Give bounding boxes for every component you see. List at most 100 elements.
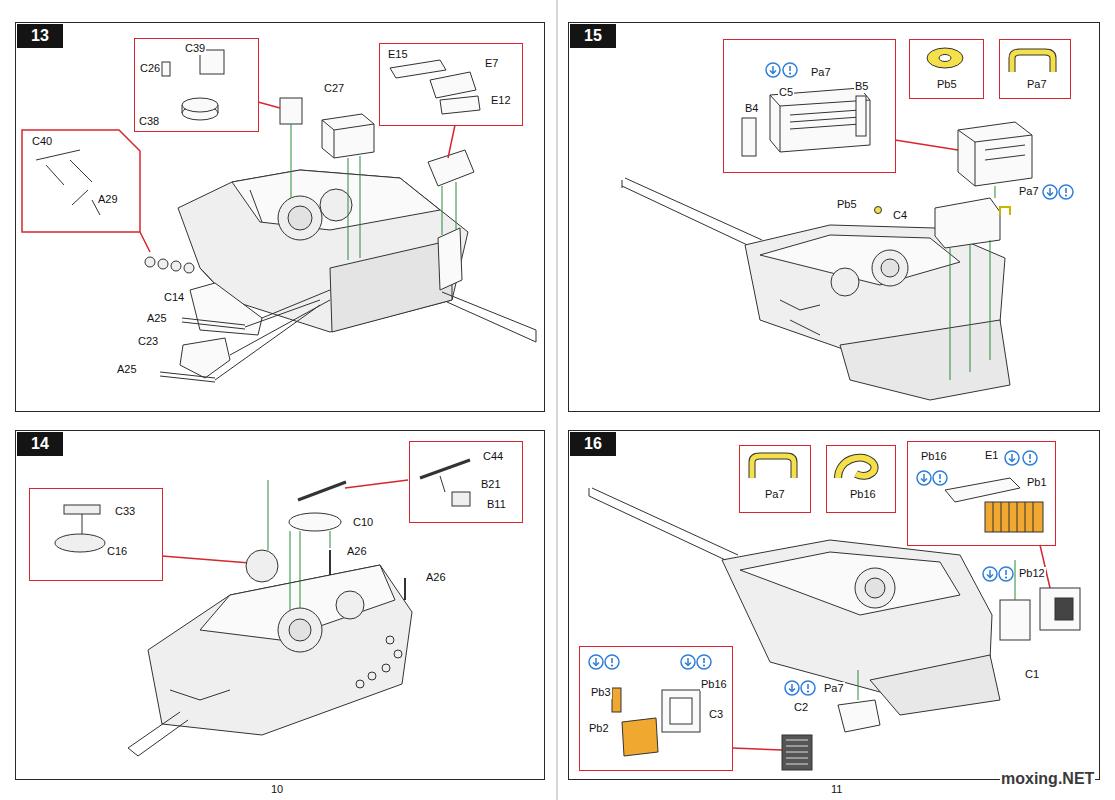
tank-turret-drawing [278, 608, 322, 652]
part-drawing [752, 456, 875, 478]
tank-turret-drawing [55, 460, 470, 756]
tank-turret-drawing [442, 292, 536, 342]
instruction-icon [1043, 185, 1057, 199]
instruction-icon [1023, 451, 1037, 465]
page-number: 10 [270, 783, 284, 796]
tank-turret-drawing [831, 268, 859, 296]
tank-turret-drawing [145, 98, 536, 382]
leader-line [162, 480, 408, 563]
tank-turret-drawing [322, 114, 374, 158]
tank-turret-drawing [336, 591, 364, 619]
tank-turret-drawing [840, 320, 1010, 400]
detail-drawing [36, 50, 480, 215]
tank-turret-drawing [881, 259, 899, 277]
instruction-icon [589, 655, 603, 669]
detail-callout-box: Pa7B5C5B4 [723, 39, 896, 173]
part-number: C16 [106, 545, 128, 558]
tank-turret-drawing [82, 514, 83, 534]
step-number: 14 [17, 432, 63, 456]
part-number: B4 [744, 102, 759, 115]
part-number: Pa7 [810, 66, 832, 79]
tank-turret-drawing [386, 636, 394, 644]
part-number: C38 [138, 115, 160, 128]
tank-turret-drawing [452, 492, 470, 506]
part-number: Pa7 [1018, 185, 1040, 198]
part-number: C40 [31, 135, 53, 148]
tank-turret-drawing [622, 88, 1032, 400]
tank-turret-drawing [612, 688, 621, 712]
part-number: A29 [97, 193, 119, 206]
instruction-icon [1005, 451, 1019, 465]
arrow-line [215, 290, 330, 380]
page-number: 11 [830, 783, 843, 796]
part-number: E15 [387, 48, 409, 61]
part-drawing [752, 456, 794, 478]
step-panel: C39C26C38E15E7E12C40A2913 [15, 22, 545, 412]
instruction-icon [766, 63, 780, 77]
tank-turret-drawing [856, 96, 866, 136]
part-drawing [939, 55, 951, 62]
part-drawing [838, 458, 875, 478]
part-number: Pb16 [700, 678, 728, 691]
part-drawing [927, 48, 1053, 72]
tank-turret-drawing [782, 735, 812, 770]
tank-turret-drawing [770, 95, 870, 152]
placement-guide [858, 560, 1015, 700]
tank-turret-drawing [958, 122, 1032, 186]
instruction-icon [589, 63, 1073, 695]
tank-turret-drawing [670, 698, 692, 724]
tank-turret-drawing [440, 476, 445, 492]
part-number: Pb5 [836, 198, 858, 211]
tank-turret-drawing [740, 552, 960, 615]
callout-outline [22, 130, 140, 232]
part-number: C14 [163, 291, 185, 304]
tank-turret-drawing [945, 478, 1020, 502]
part-number: C33 [114, 505, 136, 518]
part-number: C23 [137, 335, 159, 348]
tank-turret-drawing [742, 118, 756, 156]
tank-turret-drawing [160, 372, 215, 382]
page-gutter [556, 0, 558, 800]
part-number: Pb16 [920, 450, 948, 463]
tank-turret-drawing [622, 718, 658, 756]
placement-guide [950, 186, 995, 380]
instruction-icon [605, 655, 619, 669]
tank-turret-drawing [872, 250, 908, 286]
placement-guide [268, 480, 330, 610]
tank-turret-drawing [368, 672, 376, 680]
part-number: C2 [793, 701, 809, 714]
placement-guide [950, 186, 995, 380]
part-number: A26 [425, 571, 447, 584]
instruction-icon [785, 681, 799, 695]
detail-callout-box: C39C26C38 [134, 38, 259, 132]
step-number: 16 [570, 432, 616, 456]
step-number: 15 [570, 24, 616, 48]
placement-guide [291, 124, 456, 260]
tank-turret-drawing [394, 650, 402, 658]
tank-turret-drawing [589, 478, 1080, 770]
tank-turret-drawing [200, 190, 262, 300]
tank-turret-drawing [958, 130, 1032, 186]
tank-turret-drawing [64, 505, 100, 514]
tank-turret-drawing [200, 565, 395, 640]
tank-turret-drawing [246, 550, 278, 582]
tank-turret-drawing [280, 98, 302, 124]
tank-turret-drawing [148, 565, 412, 735]
tank-turret-drawing [1000, 207, 1010, 215]
tank-turret-drawing [870, 655, 1000, 715]
instruction-icon [917, 471, 931, 485]
part-number: Pb12 [1018, 567, 1046, 580]
part-number: Pb2 [588, 722, 610, 735]
part-number: C5 [778, 86, 794, 99]
tank-turret-drawing [865, 578, 885, 598]
part-drawing [838, 458, 875, 478]
detail-drawing [72, 190, 100, 215]
part-number: C4 [892, 209, 908, 222]
part-number: C39 [184, 42, 206, 55]
leader-line [140, 102, 455, 252]
detail-drawing [162, 62, 170, 76]
detail-callout-box: C44B21B11 [409, 441, 523, 523]
tank-turret-drawing [298, 482, 346, 500]
detail-callout-box: C40A29 [21, 129, 141, 233]
part-number: E12 [490, 94, 512, 107]
